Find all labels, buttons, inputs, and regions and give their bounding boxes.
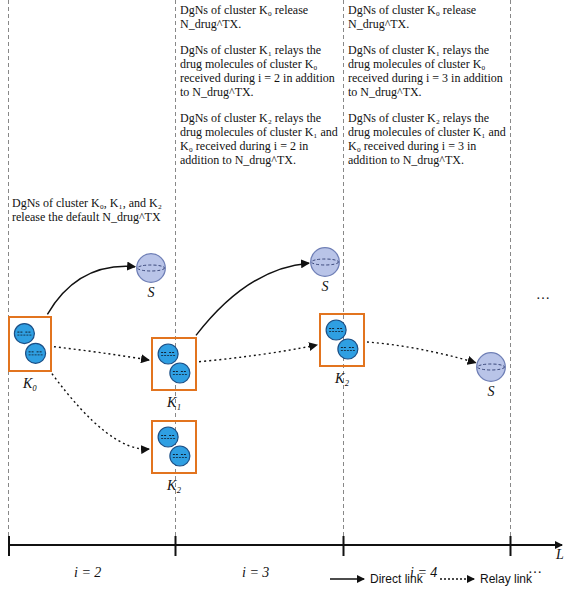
node-label: S [488,384,495,400]
relay-link [52,374,149,450]
axis-tick [9,536,511,556]
legend-relay-sample [440,578,474,579]
nanomachine-pair [321,315,367,369]
nanomachine-pair [153,339,199,393]
receiver-circle: S [310,247,340,277]
slot-note: DgNs of cluster K₀, K₁, and K₂ release t… [12,196,170,224]
slot-note: DgNs of cluster K₁ relays the drug molec… [180,43,338,99]
slot-note-column: DgNs of cluster K₀ release N_drug^TX. DgN… [180,3,338,179]
node-label: K₀ [23,376,37,392]
relay-link [367,342,476,363]
direct-link [47,266,135,314]
receiver-shape [136,253,166,283]
receiver-circle: S [136,253,166,283]
receiver-shape [476,352,506,382]
slot-label: i = 2 [74,566,101,580]
legend-direct-sample [330,578,364,579]
relay-link [199,345,317,362]
slot-divider [9,0,511,545]
slot-note: DgNs of cluster K₂ relays the drug molec… [180,111,338,167]
cluster-box: K₀ [8,316,52,372]
node-label: K₂ [167,478,181,494]
slot-note: DgNs of cluster K₀ release N_drug^TX. [180,3,338,31]
receiver-shape [310,247,340,277]
node-label: K₂ [335,371,349,387]
legend-text: Direct link [370,572,423,586]
node-label: S [148,285,155,301]
relay-link [54,347,149,360]
nanomachine-pair [10,318,54,374]
axis-label: L [556,548,564,562]
slot-label: i = 3 [242,566,269,580]
slot-note: DgNs of cluster K₀ release N_drug^TX. [348,3,506,31]
node-label: K₁ [167,395,181,411]
nanomachine-pair [153,422,199,476]
slot-note: DgNs of cluster K₂ relays the drug molec… [348,111,506,167]
node-label: S [322,279,329,295]
slot-note-column: DgNs of cluster K₀ release N_drug^TX. DgN… [348,3,506,179]
time-axis [8,544,562,546]
cluster-box: K₂ [151,420,197,474]
legend-text: Relay link [480,572,532,586]
slot-note: DgNs of cluster K₁ relays the drug molec… [348,43,506,99]
cluster-box: K₂ [319,313,365,367]
direct-link [196,263,309,335]
receiver-circle: S [476,352,506,382]
ellipsis: … [536,288,550,302]
cluster-box: K₁ [151,337,197,391]
